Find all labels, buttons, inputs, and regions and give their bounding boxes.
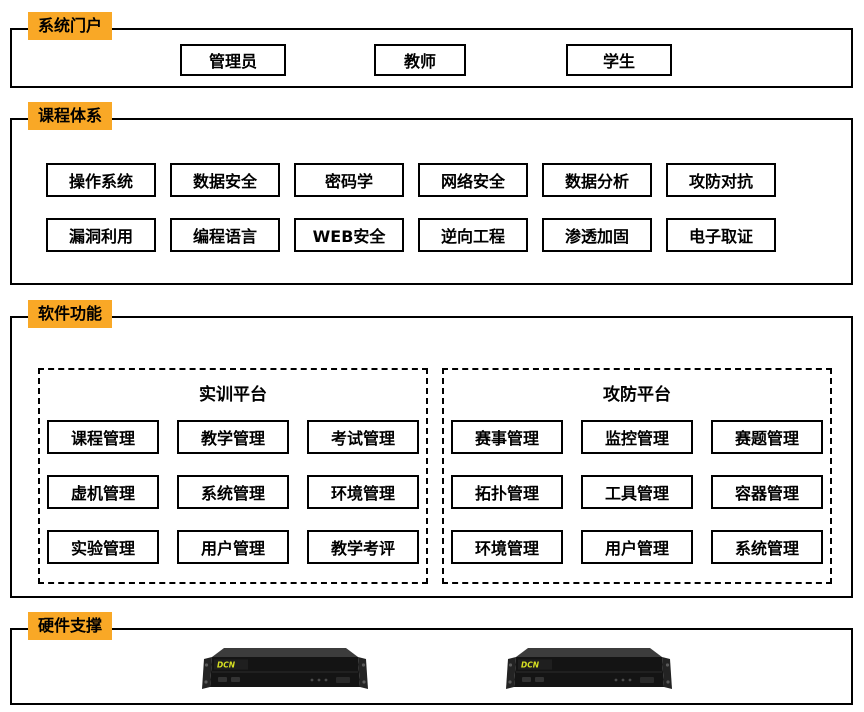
platform-training: 实训平台 课程管理 教学管理 考试管理 虚机管理 系统管理 环境管理 实验管理 … bbox=[38, 368, 428, 584]
course-item: 攻防对抗 bbox=[666, 163, 776, 197]
server-brand-text: DCN bbox=[521, 661, 540, 670]
rack-server-icon: DCN bbox=[506, 648, 672, 689]
software-module: 考试管理 bbox=[307, 420, 419, 454]
course-item: 渗透加固 bbox=[542, 218, 652, 252]
rack-server-image: DCN bbox=[200, 640, 370, 696]
course-item: 编程语言 bbox=[170, 218, 280, 252]
software-module: 用户管理 bbox=[581, 530, 693, 564]
portal-role-admin: 管理员 bbox=[180, 44, 286, 76]
course-item: 数据安全 bbox=[170, 163, 280, 197]
software-module: 用户管理 bbox=[177, 530, 289, 564]
software-module: 工具管理 bbox=[581, 475, 693, 509]
software-module: 拓扑管理 bbox=[451, 475, 563, 509]
section-courses: 课程体系 操作系统 数据安全 密码学 网络安全 数据分析 攻防对抗 漏洞利用 编… bbox=[10, 102, 853, 285]
software-module: 容器管理 bbox=[711, 475, 823, 509]
platform-training-title: 实训平台 bbox=[199, 385, 267, 405]
portal-role-student: 学生 bbox=[566, 44, 672, 76]
software-module: 环境管理 bbox=[307, 475, 419, 509]
section-courses-label: 课程体系 bbox=[28, 102, 113, 130]
course-item: 密码学 bbox=[294, 163, 404, 197]
course-item: 操作系统 bbox=[46, 163, 156, 197]
software-module: 虚机管理 bbox=[47, 475, 159, 509]
software-module: 赛题管理 bbox=[711, 420, 823, 454]
course-row-2: 漏洞利用 编程语言 WEB安全 逆向工程 渗透加固 电子取证 bbox=[46, 218, 776, 252]
platform-attack-defense: 攻防平台 赛事管理 监控管理 赛题管理 拓扑管理 工具管理 容器管理 环境管理 … bbox=[442, 368, 832, 584]
course-row-1: 操作系统 数据安全 密码学 网络安全 数据分析 攻防对抗 bbox=[46, 163, 776, 197]
section-software: 软件功能 实训平台 课程管理 教学管理 考试管理 虚机管理 系统管理 环境管理 … bbox=[10, 300, 853, 598]
course-item: 网络安全 bbox=[418, 163, 528, 197]
software-module: 实验管理 bbox=[47, 530, 159, 564]
section-hardware: 硬件支撑 DCN bbox=[10, 612, 853, 705]
course-item: 电子取证 bbox=[666, 218, 776, 252]
platform-attack-defense-grid: 赛事管理 监控管理 赛题管理 拓扑管理 工具管理 容器管理 环境管理 用户管理 … bbox=[444, 420, 830, 564]
course-item: 数据分析 bbox=[542, 163, 652, 197]
software-module: 课程管理 bbox=[47, 420, 159, 454]
section-hardware-label: 硬件支撑 bbox=[28, 612, 113, 640]
software-module: 教学考评 bbox=[307, 530, 419, 564]
course-item: WEB安全 bbox=[294, 218, 404, 252]
section-software-label: 软件功能 bbox=[28, 300, 113, 328]
software-module: 教学管理 bbox=[177, 420, 289, 454]
platform-attack-defense-title: 攻防平台 bbox=[603, 385, 671, 405]
software-module: 赛事管理 bbox=[451, 420, 563, 454]
rack-server-icon: DCN bbox=[202, 648, 368, 689]
platform-training-grid: 课程管理 教学管理 考试管理 虚机管理 系统管理 环境管理 实验管理 用户管理 … bbox=[40, 420, 426, 564]
software-module: 环境管理 bbox=[451, 530, 563, 564]
software-module: 监控管理 bbox=[581, 420, 693, 454]
course-item: 漏洞利用 bbox=[46, 218, 156, 252]
portal-role-teacher: 教师 bbox=[374, 44, 466, 76]
rack-server-image: DCN bbox=[504, 640, 674, 696]
software-module: 系统管理 bbox=[177, 475, 289, 509]
server-brand-text: DCN bbox=[217, 661, 236, 670]
software-module: 系统管理 bbox=[711, 530, 823, 564]
section-portal-label: 系统门户 bbox=[28, 12, 113, 40]
course-item: 逆向工程 bbox=[418, 218, 528, 252]
section-portal: 系统门户 管理员 教师 学生 bbox=[10, 12, 853, 88]
